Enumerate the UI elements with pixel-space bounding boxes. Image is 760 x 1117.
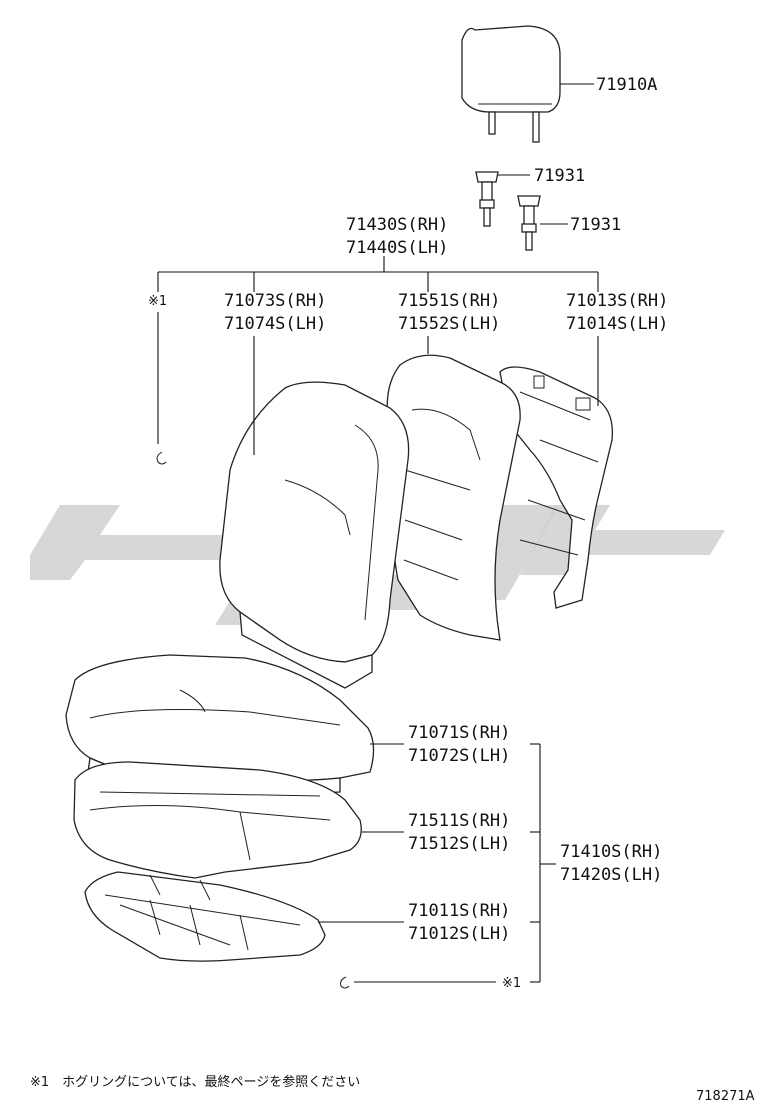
label-cushion-pad-lh: 71512S(LH): [408, 834, 510, 854]
support-drawing-lower: [517, 195, 541, 251]
label-back-assy-rh: 71430S(RH): [346, 215, 448, 235]
label-support-lower: 71931: [570, 215, 621, 235]
label-cushion-pad-rh: 71511S(RH): [408, 811, 510, 831]
label-headrest: 71910A: [596, 75, 657, 95]
label-cushion-cover-rh: 71071S(RH): [408, 723, 510, 743]
label-back-pad-rh: 71551S(RH): [398, 291, 500, 311]
back-frame-drawing: [499, 366, 614, 609]
label-back-pad-lh: 71552S(LH): [398, 314, 500, 334]
hog-ring-icon-top: [156, 451, 167, 465]
back-cover-drawing: [219, 381, 410, 689]
back-pad-drawing: [386, 354, 521, 641]
label-back-frame-lh: 71014S(LH): [566, 314, 668, 334]
label-cushion-assy-rh: 71410S(RH): [560, 842, 662, 862]
figure-code: 718271A: [696, 1089, 755, 1104]
label-back-cover-rh: 71073S(RH): [224, 291, 326, 311]
leader-lines: [157, 83, 599, 983]
hog-ring-icon-bottom: [340, 976, 350, 989]
support-drawing-upper: [475, 171, 499, 227]
label-cushion-frame-rh: 71011S(RH): [408, 901, 510, 921]
label-back-assy-lh: 71440S(LH): [346, 238, 448, 258]
cushion-frame-drawing: [84, 871, 326, 962]
label-back-cover-lh: 71074S(LH): [224, 314, 326, 334]
label-cushion-cover-lh: 71072S(LH): [408, 746, 510, 766]
cushion-pad-drawing: [73, 761, 362, 879]
label-cushion-assy-lh: 71420S(LH): [560, 865, 662, 885]
label-ring-mark-top: ※1: [148, 294, 167, 309]
label-back-frame-rh: 71013S(RH): [566, 291, 668, 311]
headrest-drawing: [461, 25, 561, 143]
footnote: ※1 ホグリングについては、最終ページを参照ください: [30, 1074, 360, 1090]
label-cushion-frame-lh: 71012S(LH): [408, 924, 510, 944]
label-support-upper: 71931: [534, 166, 585, 186]
label-ring-mark-bottom: ※1: [502, 976, 521, 991]
